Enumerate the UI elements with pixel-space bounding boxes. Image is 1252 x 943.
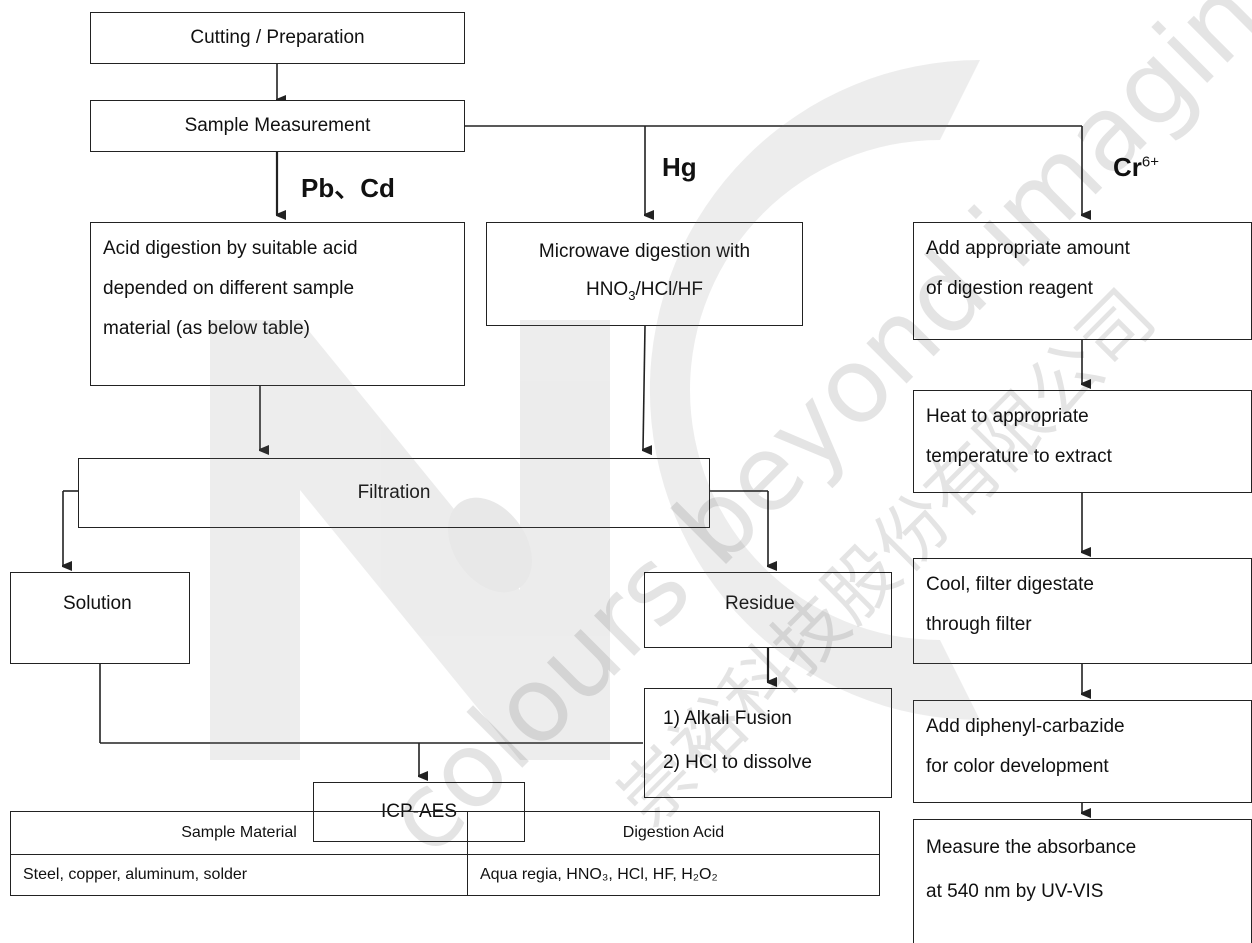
fusion-step-1: 1) Alkali Fusion (663, 708, 792, 729)
add-reagent-box: Add appropriate amount of digestion reag… (913, 222, 1252, 340)
measure-line-1-text: Measure the absorbance (926, 837, 1137, 858)
fusion-steps-box: 1) Alkali Fusion 2) HCl to dissolve (644, 688, 892, 798)
table-row: Steel, copper, aluminum, solder Aqua reg… (10, 854, 880, 896)
solution-box: Solution (10, 572, 190, 664)
header-sample-material: Sample Material (10, 811, 468, 855)
acid-digestion-line-1: Acid digestion by suitable acid (103, 238, 358, 259)
row1-acid: Aqua regia, HNO₃, HCl, HF, H₂O₂ (467, 854, 880, 896)
cr6-label: Cr6+ (1113, 152, 1159, 183)
cutting-preparation-label: Cutting / Preparation (190, 27, 365, 48)
residue-label: Residue (725, 593, 795, 614)
cool-filter-line-2: through filter (926, 614, 1032, 635)
fusion-step-2: 2) HCl to dissolve (663, 752, 812, 773)
measure-line-2: at 540 nm by UV-VIS (926, 881, 1104, 902)
heat-line-2: temperature to extract (926, 446, 1112, 467)
residue-box: Residue (644, 572, 892, 648)
add-reagent-line-1: Add appropriate amount (926, 238, 1130, 259)
hcl-hf-text: /HCl/HF (635, 279, 704, 300)
cool-filter-line-1: Cool, filter digestate (926, 574, 1094, 595)
solution-label: Solution (63, 593, 132, 614)
diphenyl-line-2: for color development (926, 756, 1109, 777)
diphenyl-box: Add diphenyl-carbazide for color develop… (913, 700, 1252, 803)
cr-text: Cr (1113, 152, 1142, 182)
hno3-text: HNO (585, 279, 629, 300)
digestion-acid-table: Sample Material Digestion Acid Steel, co… (10, 811, 880, 896)
measure-absorbance-box: Measure the absorbance at 540 nm by UV-V… (913, 819, 1252, 943)
sample-measurement-box: Sample Measurement (90, 100, 465, 152)
row1-material: Steel, copper, aluminum, solder (10, 854, 468, 896)
pb-cd-label: Pb、Cd (301, 173, 395, 203)
hno3-subscript: 3 (628, 287, 636, 303)
acid-digestion-line-3: material (as below table) (103, 318, 310, 339)
microwave-digestion-box: Microwave digestion with HNO3/HCl/HF (486, 222, 803, 326)
acid-digestion-line-2: depended on different sample (103, 278, 355, 299)
measure-line-1: Measure the absorbance (926, 826, 1239, 870)
add-reagent-line-2: of digestion reagent (926, 278, 1093, 299)
filtration-label: Filtration (357, 482, 431, 503)
cool-filter-box: Cool, filter digestate through filter (913, 558, 1252, 664)
filtration-box: Filtration (78, 458, 710, 528)
cutting-preparation-box: Cutting / Preparation (90, 12, 465, 64)
header-digestion-acid: Digestion Acid (467, 811, 880, 855)
microwave-digestion-line-1: Microwave digestion with (538, 241, 751, 262)
heat-line-1: Heat to appropriate (926, 406, 1089, 427)
hg-label: Hg (662, 152, 697, 182)
cr-superscript: 6+ (1141, 153, 1160, 171)
sample-measurement-label: Sample Measurement (184, 115, 371, 136)
acid-digestion-box: Acid digestion by suitable acid depended… (90, 222, 465, 386)
table-header-row: Sample Material Digestion Acid (10, 811, 880, 855)
microwave-digestion-line-2: HNO3/HCl/HF (487, 271, 802, 315)
diphenyl-line-1: Add diphenyl-carbazide (926, 716, 1125, 737)
heat-box: Heat to appropriate temperature to extra… (913, 390, 1252, 493)
